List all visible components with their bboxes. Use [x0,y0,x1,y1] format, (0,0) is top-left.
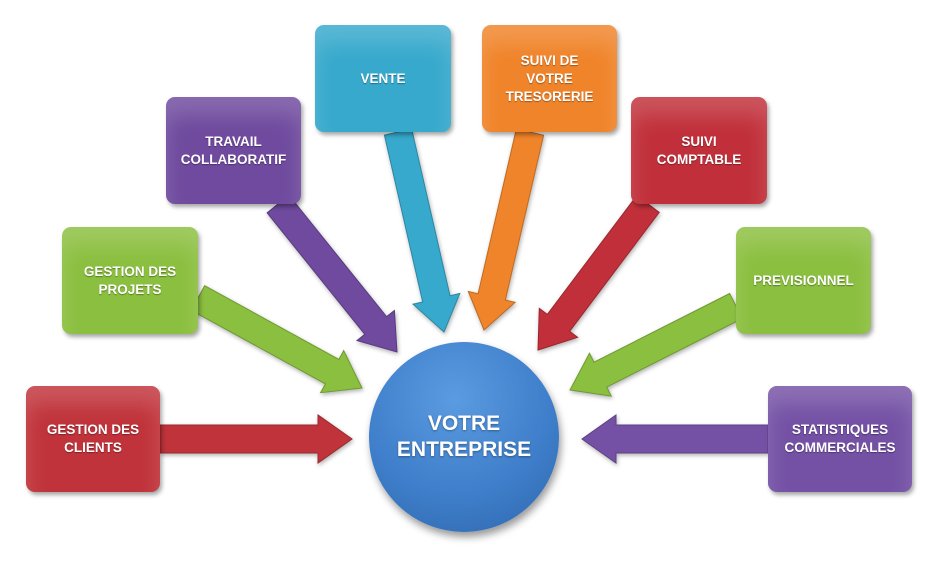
node-suivi-tresorerie-label: SUIVI DE VOTRE TRESORERIE [505,52,594,104]
node-suivi-comptable-label: SUIVI COMPTABLE [656,133,742,167]
node-gestion-clients-label: GESTION DES CLIENTS [46,422,140,455]
center-hub-label: VOTRE ENTREPRISE [396,412,532,461]
arrow-travail-collab [266,194,398,353]
node-previsionnel: PREVISIONNEL [736,227,871,334]
arrow-vente [383,128,461,333]
center-hub: VOTRE ENTREPRISE [369,342,559,532]
node-statistiques-commerciales-label: STATISTIQUES COMMERCIALES [784,422,896,455]
arrow-stats-commerciales [581,414,769,464]
node-travail-collaboratif-label: TRAVAIL COLLABORATIF [180,133,287,167]
node-gestion-clients: GESTION DES CLIENTS [26,386,160,492]
node-statistiques-commerciales: STATISTIQUES COMMERCIALES [768,386,912,492]
node-gestion-projets-label: GESTION DES PROJETS [83,263,177,297]
arrow-suivi-tresorerie [467,128,545,331]
arrow-suivi-comptable [537,194,660,351]
node-previsionnel-label: PREVISIONNEL [753,272,854,288]
node-travail-collaboratif: TRAVAIL COLLABORATIF [166,97,301,204]
arrow-gestion-clients [159,414,353,464]
node-gestion-projets: GESTION DES PROJETS [62,227,198,334]
node-vente: VENTE [315,25,451,132]
node-vente-label: VENTE [360,70,406,86]
arrow-gestion-projets [190,285,363,394]
arrow-previsionnel [569,292,743,397]
node-suivi-tresorerie: SUIVI DE VOTRE TRESORERIE [482,25,617,132]
node-suivi-comptable: SUIVI COMPTABLE [631,97,767,204]
